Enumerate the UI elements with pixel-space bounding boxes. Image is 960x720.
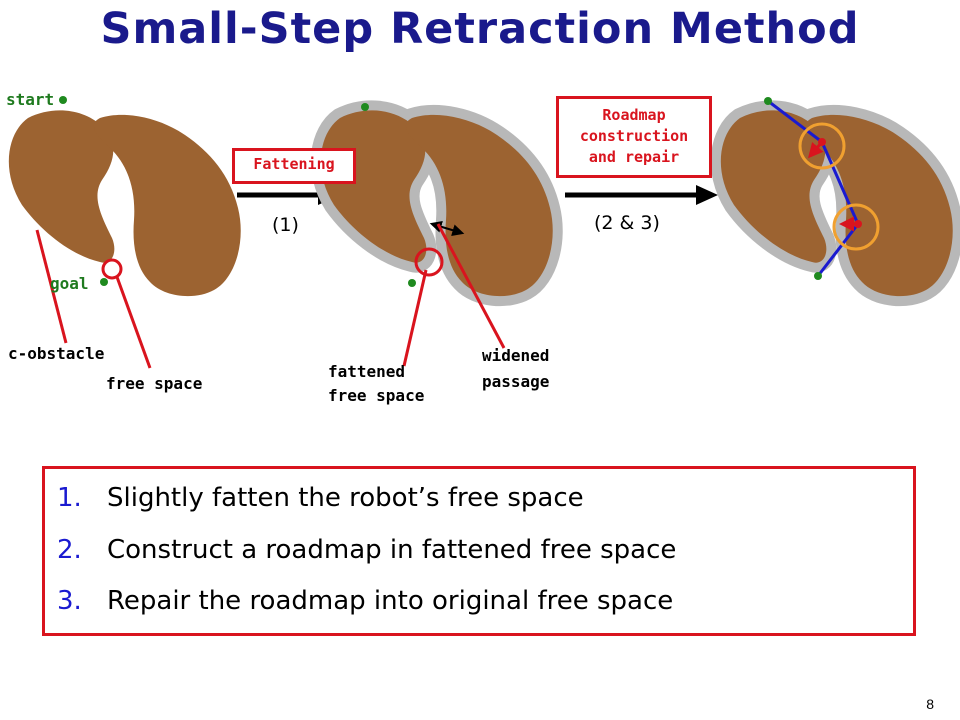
- slide-title: Small-Step Retraction Method: [100, 4, 860, 54]
- step-1-label: (1): [272, 214, 299, 236]
- repair-highlight: [798, 122, 846, 170]
- repair-highlight: [832, 203, 880, 251]
- list-number: 1.: [57, 483, 82, 513]
- free-space-label: free space: [106, 374, 203, 393]
- list-text: Slightly fatten the robot’s free space: [107, 483, 584, 513]
- free-space-marker: [101, 258, 123, 280]
- widened-passage-arrow: [429, 221, 465, 236]
- page-number: 8: [926, 696, 934, 712]
- list-item: 3. Repair the roadmap into original free …: [57, 586, 673, 616]
- roadmap-label-line1: Roadmap: [602, 106, 666, 124]
- roadmap-box: Roadmap construction and repair: [556, 96, 712, 178]
- fattening-box: Fattening: [232, 148, 356, 184]
- list-number: 2.: [57, 535, 82, 565]
- repair-arrow: [808, 141, 824, 159]
- start-node: [361, 103, 369, 111]
- list-number: 3.: [57, 586, 82, 616]
- start-label: start: [6, 90, 55, 109]
- c-obstacle-pointer: [35, 229, 68, 344]
- goal-node: [408, 279, 416, 287]
- goal-label: goal: [50, 274, 89, 293]
- roadmap-label-line2: construction: [579, 127, 689, 145]
- start-node: [59, 96, 67, 104]
- obstacle-right: [93, 114, 241, 297]
- goal-node: [814, 272, 822, 280]
- obstacle-right: [405, 114, 553, 297]
- fattened-label-line2: free space: [328, 386, 425, 405]
- list-text: Construct a roadmap in fattened free spa…: [107, 535, 677, 565]
- panel-fattened: [321, 103, 553, 296]
- roadmap-path: [764, 97, 880, 280]
- roadmap-label-line3: and repair: [588, 148, 680, 166]
- c-obstacle-label: c-obstacle: [8, 344, 105, 363]
- list-item: 1. Slightly fatten the robot’s free space: [57, 483, 584, 513]
- free-space-pointer: [115, 276, 152, 369]
- panel-original: [8, 96, 241, 369]
- obstacle-right: [805, 114, 953, 297]
- step-23-label: (2 & 3): [594, 212, 660, 234]
- fattened-label-line1: fattened: [328, 362, 406, 381]
- fattening-label: Fattening: [253, 155, 335, 173]
- fattened-free-space-marker: [414, 247, 444, 277]
- start-node: [764, 97, 772, 105]
- widened-label-line2: passage: [482, 372, 550, 391]
- steps-list-box: 1. Slightly fatten the robot’s free space…: [42, 466, 916, 636]
- fattened-pointer: [402, 269, 428, 367]
- widened-label-line1: widened: [482, 346, 550, 365]
- widened-pointer: [436, 223, 506, 349]
- panel-roadmap: [721, 110, 953, 296]
- list-item: 2. Construct a roadmap in fattened free s…: [57, 535, 676, 565]
- retraction-diagram: [8, 96, 960, 369]
- arrow-step-23: [565, 185, 718, 205]
- list-text: Repair the roadmap into original free sp…: [107, 586, 674, 616]
- goal-node: [100, 278, 108, 286]
